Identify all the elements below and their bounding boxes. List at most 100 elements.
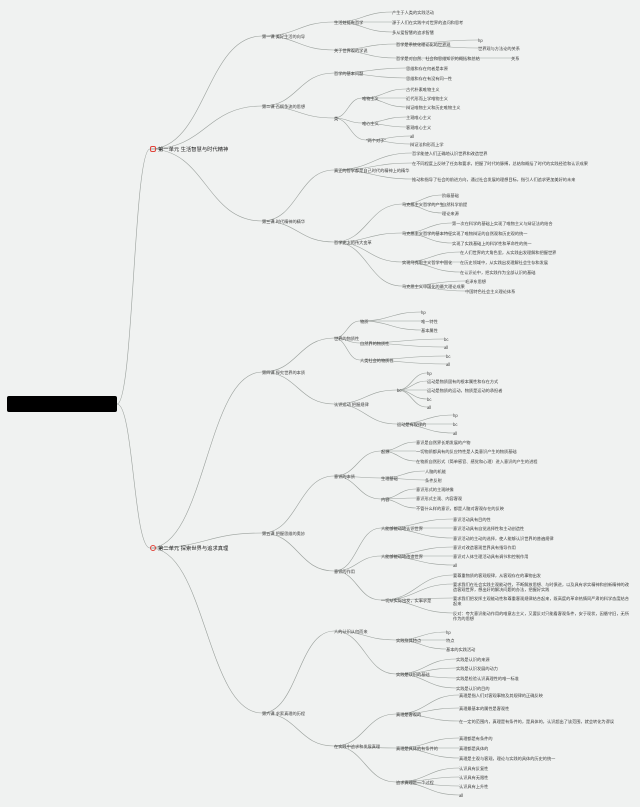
node-b3[interactable]: 唯心主义	[362, 121, 379, 126]
node-c1b[interactable]: 在不同程度上反映了任务和要求，把握了时代的脉搏，总结和概括了时代的实践经验和认识…	[412, 161, 588, 166]
node-e1a3[interactable]: 在物质自然形式（简单感官、感觉和心理）进入意识的产生的进程	[416, 459, 538, 464]
node-a2[interactable]: 关于世界观的学说	[334, 48, 368, 53]
node-e3d[interactable]: 反对：夸大意识能动作用的唯意志主义，又要反对只能看客观条件，安于现状，因循守旧，…	[453, 611, 629, 621]
node-f2b1[interactable]: 真理都是有条件的	[459, 736, 493, 741]
node-e2b2[interactable]: 意识对人体生理活动具有调节和控制作用	[453, 554, 529, 559]
node-c2a1[interactable]: 阶级基础	[442, 193, 459, 198]
node-b0[interactable]: 类	[334, 116, 339, 121]
node-b2b[interactable]: 近代形而上学唯物主义	[406, 96, 448, 101]
node-c2b2[interactable]: 实现了唯物辩证的自然观和历史观的统一	[452, 231, 528, 236]
node-a1a[interactable]: 产生于人类的实践活动	[392, 10, 434, 15]
node-e2b3[interactable]: all	[453, 563, 458, 568]
lesson-1-node[interactable]: 第一课 美好生活的向导	[262, 34, 306, 39]
node-b2a[interactable]: 古代朴素唯物主义	[406, 87, 440, 92]
lesson-4-node[interactable]: 第四课 探究世界的本质	[262, 370, 306, 375]
node-e3c[interactable]: 要求我们把发挥主观能动性和尊重客观规律结合起来，既高度的革命热情同严肃的科学态度…	[453, 596, 629, 606]
node-d1c2[interactable]: all	[446, 362, 451, 367]
node-e1c2[interactable]: 意识形式主观、内容客观	[416, 496, 463, 501]
node-d1c1[interactable]: bc	[446, 354, 451, 359]
node-e1a2[interactable]: 一切物质都具有的反应特性是人类意识产生的物质基础	[416, 449, 517, 454]
node-e3a[interactable]: 要尊重物质的客观规律，从客观存在的事物出发	[453, 573, 541, 578]
node-f1a2[interactable]: 特点	[446, 638, 455, 643]
node-a2a1[interactable]: hp	[478, 38, 483, 43]
node-c2a2[interactable]: 自然科学前提	[442, 202, 468, 207]
node-d2a4[interactable]: bc	[427, 397, 432, 402]
node-f2b3[interactable]: 真理是主观与客观，理论与实践的具体的历史的统一	[459, 756, 556, 761]
node-f1[interactable]: 人的认识从何而来	[334, 629, 368, 634]
node-e3[interactable]: 一切从实际出发，实事求是	[381, 598, 432, 603]
node-f1a[interactable]: 实践及其特点	[396, 638, 422, 643]
node-c2d[interactable]: 马克思主义中国化的最大理论成果	[402, 284, 465, 289]
node-e1a[interactable]: 起源	[381, 449, 390, 454]
node-e3b[interactable]: 要求我们在社会实践主观能动性，不断解放思想、与时俱进，以及具有求实精神和创新精神…	[453, 582, 629, 592]
node-c2c3[interactable]: 在认识论中，把实践作为全部认识的基础	[460, 270, 536, 275]
node-d2a[interactable]: bc	[397, 388, 402, 393]
node-d1a[interactable]: 物质	[360, 319, 369, 324]
node-b4[interactable]: "两个对子"	[366, 138, 386, 143]
node-c2[interactable]: 哲学史上的伟大变革	[334, 240, 372, 245]
node-e2b[interactable]: 人能够能动地改造世界	[381, 554, 423, 559]
node-f2c[interactable]: 追求真理是一个过程	[396, 780, 434, 785]
node-d1a3[interactable]: 基本属性	[421, 328, 438, 333]
node-b2[interactable]: 唯物主义	[362, 96, 379, 101]
node-f2a2[interactable]: 真理最基本的属性是客观性	[459, 706, 510, 711]
node-f2c1[interactable]: 认识具有反复性	[459, 766, 489, 771]
node-c1[interactable]: 真正的哲学都是自己时代的精神上的精华	[334, 168, 410, 173]
node-e2a[interactable]: 人能够能动地认识世界	[381, 526, 423, 531]
node-f2a[interactable]: 真理是客观的	[396, 712, 422, 717]
node-e1c[interactable]: 内容	[381, 497, 390, 502]
node-f1b4[interactable]: 实践是认识的目的	[456, 686, 490, 691]
node-a1c[interactable]: 多从爱智慧的追求智慧	[392, 30, 434, 35]
node-d1[interactable]: 世界的物质性	[334, 336, 360, 341]
node-f2c2[interactable]: 认识具有无限性	[459, 775, 489, 780]
node-c2c1[interactable]: 在人们世界的大角色里，从实践出发理解和把握世界	[460, 250, 557, 255]
node-e1b1[interactable]: 人脑的机能	[425, 469, 446, 474]
node-d2b3[interactable]: all	[453, 431, 458, 436]
node-d2a2[interactable]: 运动是物质固有的根本属性和存在方式	[427, 379, 499, 384]
node-a2a2[interactable]: 世界观与方法论的关系	[478, 46, 520, 51]
node-b1[interactable]: 哲学的基本问题	[334, 71, 364, 76]
node-d2b[interactable]: 运动是有规律的	[397, 422, 427, 427]
node-f1b2[interactable]: 实践是认识发展的动力	[456, 666, 498, 671]
node-c2a3[interactable]: 理论来源	[442, 211, 459, 216]
lesson-2-node[interactable]: 第二课 百舸争流的思想	[262, 104, 306, 109]
node-f2a3[interactable]: 在一定的范围内，真理是有条件的，是具体的，认识超出了该范围，就会转化为谬误	[459, 719, 614, 724]
node-b1a[interactable]: 思维和存在何者是本原	[406, 66, 448, 71]
node-b4b[interactable]: 辩证法和形而上学	[410, 142, 444, 147]
node-c2b3[interactable]: 实现了实践基础上的科学性和革命性的统一	[452, 241, 532, 246]
node-c1a[interactable]: 哲学能使人们正确地认识世界和改造世界	[412, 151, 488, 156]
lesson-3-node[interactable]: 第三课 时代精神的精华	[262, 219, 306, 224]
node-c2b1[interactable]: 第一次在科学的基础上实现了唯物主义与辩证法的结合	[452, 221, 553, 226]
node-c2d1[interactable]: 毛泽东思想	[465, 279, 486, 284]
node-f1a1[interactable]: hp	[446, 630, 451, 635]
node-a1b[interactable]: 源于人们在实践中对世界的追问和思考	[392, 20, 464, 25]
node-f2c3[interactable]: 认识具有上升性	[459, 784, 489, 789]
unit-2-node[interactable]: 第二单元 探索世界与追求真理	[150, 545, 228, 553]
node-c2c2[interactable]: 在历史领域中，从实践出发理解社会生存和发展	[460, 260, 548, 265]
node-b3b[interactable]: 客观唯心主义	[406, 125, 432, 130]
node-e1c3[interactable]: 不管什么样的意识，都是人脑对客观存在的反映	[416, 506, 504, 511]
node-d2a3[interactable]: 运动是物质的运动，物质是运动的承担者	[427, 388, 503, 393]
node-f1b[interactable]: 实践是认识的基础	[396, 672, 430, 677]
node-c1c[interactable]: 推动和指导了社会的前进方向，通过社会发展的理想目标，指引人们追求更加美好的未来	[412, 177, 576, 182]
node-d2a1[interactable]: hp	[427, 371, 432, 376]
node-d2b1[interactable]: hp	[453, 413, 458, 418]
node-b1b[interactable]: 思维和存在有没有同一性	[406, 76, 453, 81]
lesson-5-node[interactable]: 第五课 把握思维的奥妙	[262, 531, 306, 536]
node-b4a[interactable]: all	[410, 134, 415, 139]
node-a1[interactable]: 生活处处有哲学	[334, 20, 364, 25]
node-f1b3[interactable]: 实践是检验认识真理性的唯一标准	[456, 676, 519, 681]
node-f2b2[interactable]: 真理都是具体的	[459, 746, 489, 751]
node-d2[interactable]: 认识运动 把握规律	[334, 402, 369, 407]
node-d2b2[interactable]: bc	[453, 422, 458, 427]
lesson-6-node[interactable]: 第六课 求索真理的历程	[262, 711, 306, 716]
node-a2a[interactable]: 哲学是系统化理论化的世界观	[396, 42, 451, 47]
node-d1c[interactable]: 人类社会的物质性	[360, 358, 394, 363]
node-b3a[interactable]: 主观唯心主义	[406, 115, 432, 120]
node-d1a1[interactable]: hp	[421, 310, 426, 315]
node-d1b1[interactable]: bc	[444, 337, 449, 342]
node-e2b1[interactable]: 意识对改造客观世界具有指导作用	[453, 545, 516, 550]
node-f2b[interactable]: 真理是具体的有条件的	[396, 746, 438, 751]
node-b2c[interactable]: 辩证唯物主义和历史唯物主义	[406, 105, 461, 110]
node-f2a1[interactable]: 真理是指人们对客观事物及其规律的正确反映	[459, 693, 543, 698]
